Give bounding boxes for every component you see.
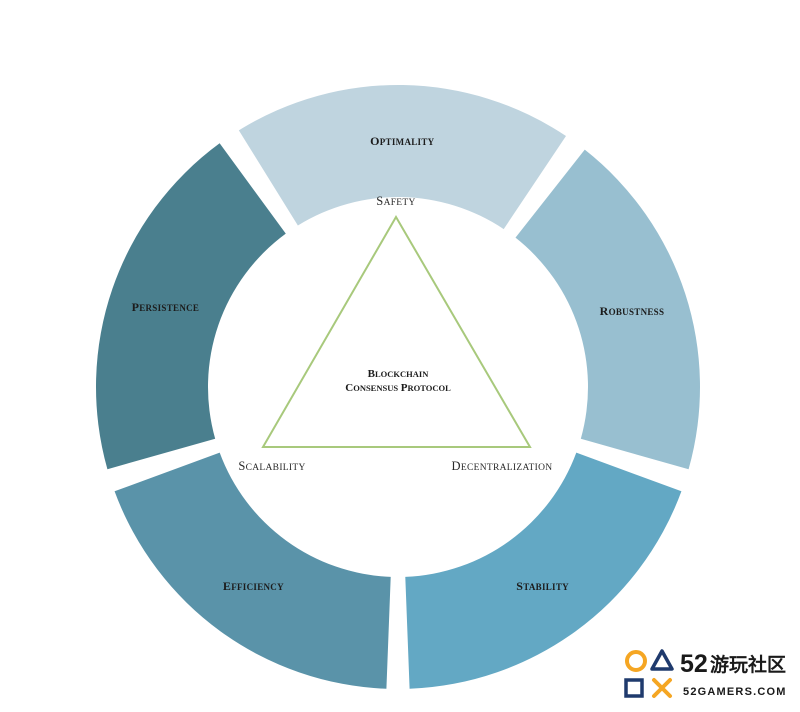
ring-segment-optimality	[238, 84, 567, 230]
watermark-site: 52GAMERS.COM	[683, 686, 787, 698]
ring-label-optimality: OPTIMALITY	[370, 134, 435, 148]
center-title-line-1: BLOCKCHAIN	[368, 368, 430, 380]
ring-label-persistence: PERSISTENCE	[132, 300, 200, 314]
watermark-logo-icon	[624, 649, 674, 698]
watermark: 52 游玩社区 52GAMERS.COM	[624, 649, 787, 698]
ring-segment-efficiency	[114, 452, 391, 689]
ring-label-robustness: ROBUSTNESS	[600, 304, 665, 318]
ring-segment-persistence	[96, 143, 286, 470]
ring-label-efficiency: EFFICIENCY	[223, 579, 284, 593]
outer-ring	[96, 84, 700, 689]
ring-labels: OPTIMALITY ROBUSTNESS STABILITY EFFICIENCY P…	[132, 134, 665, 593]
ring-label-stability: STABILITY	[516, 579, 569, 593]
vertex-label-scalability: SCALABILITY	[238, 459, 305, 473]
ring-segment-robustness	[515, 149, 700, 470]
vertex-label-decentralization: DECENTRALIZATION	[452, 459, 553, 473]
watermark-number: 52	[680, 650, 708, 678]
consensus-triangle	[261, 215, 532, 448]
ring-segment-stability	[405, 452, 682, 689]
vertex-label-safety: SAFETY	[376, 194, 415, 208]
watermark-cn-text: 游玩社区	[710, 653, 786, 676]
center-title-line-2: CONSENSUS PROTOCOL	[345, 382, 451, 394]
